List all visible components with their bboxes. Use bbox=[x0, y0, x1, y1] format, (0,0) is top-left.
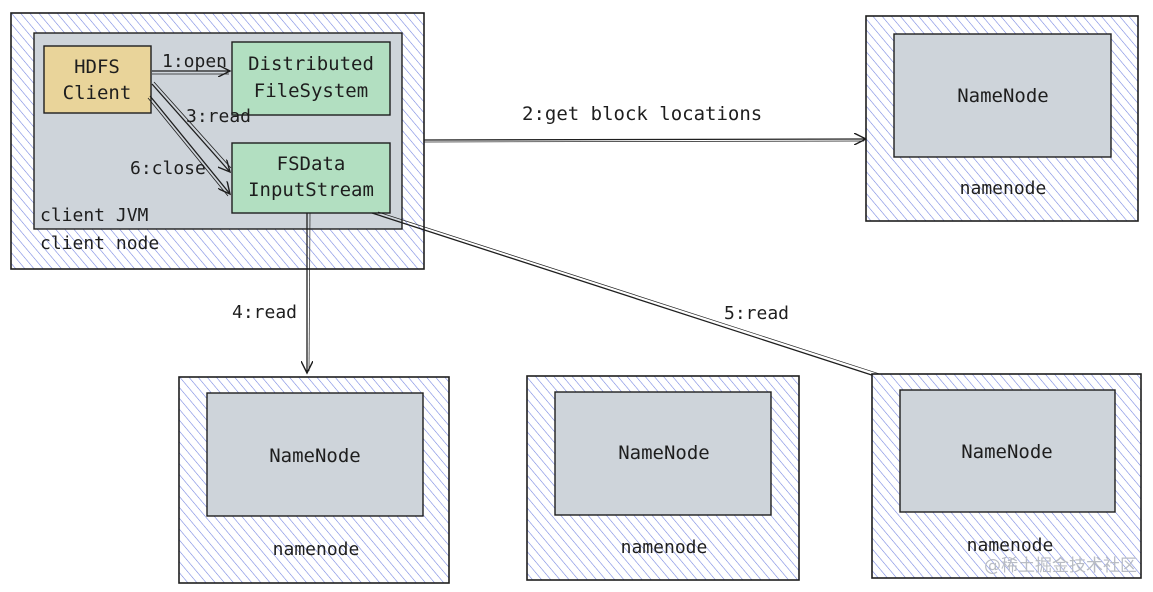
arrow-close: 6:close bbox=[130, 95, 230, 197]
fsdata-inputstream-box: FSData InputStream bbox=[231, 142, 391, 214]
datanode-3-inner-label: NameNode bbox=[961, 441, 1053, 463]
client-node-label: client node bbox=[40, 233, 159, 254]
arrow-read-3: 3:read bbox=[151, 81, 251, 172]
datanode-3-outer-label: namenode bbox=[967, 535, 1054, 556]
datanode-2-outer-label: namenode bbox=[621, 537, 708, 558]
arrow-read-5-label: 5:read bbox=[724, 303, 789, 324]
hdfs-client-label-1: HDFS bbox=[74, 56, 120, 78]
namenode-main-outer-label: namenode bbox=[960, 178, 1047, 199]
hdfs-client-box: HDFS Client bbox=[43, 45, 152, 114]
watermark: @稀土掘金技术社区 bbox=[984, 556, 1137, 576]
arrow-get-block-locations: 2:get block locations bbox=[423, 103, 866, 142]
namenode-main: NameNode namenode bbox=[865, 15, 1139, 222]
arrow-open-label: 1:open bbox=[162, 51, 227, 72]
namenode-main-inner-label: NameNode bbox=[957, 85, 1049, 107]
arrow-open: 1:open bbox=[152, 51, 230, 74]
datanode-2: NameNode namenode bbox=[526, 375, 800, 581]
datanode-1: NameNode namenode bbox=[178, 376, 450, 584]
arrow-read-5: 5:read bbox=[371, 211, 921, 390]
arrow-read-3-label: 3:read bbox=[186, 106, 251, 127]
distributed-filesystem-box: Distributed FileSystem bbox=[231, 41, 391, 116]
fsdata-label-1: FSData bbox=[277, 153, 346, 175]
arrow-read-4: 4:read bbox=[232, 212, 310, 373]
datanode-3: NameNode namenode bbox=[871, 373, 1142, 579]
hdfs-client-label-2: Client bbox=[63, 82, 132, 104]
arrow-read-4-label: 4:read bbox=[232, 302, 297, 323]
datanode-1-outer-label: namenode bbox=[273, 539, 360, 560]
arrow-close-label: 6:close bbox=[130, 158, 206, 179]
arrow-get-block-locations-label: 2:get block locations bbox=[522, 103, 762, 125]
fsdata-label-2: InputStream bbox=[248, 179, 374, 201]
datanode-1-inner-label: NameNode bbox=[269, 445, 361, 467]
distributed-fs-label-2: FileSystem bbox=[254, 80, 368, 102]
distributed-fs-label-1: Distributed bbox=[248, 53, 374, 75]
datanode-2-inner-label: NameNode bbox=[618, 442, 710, 464]
client-jvm-label: client JVM bbox=[40, 205, 149, 226]
